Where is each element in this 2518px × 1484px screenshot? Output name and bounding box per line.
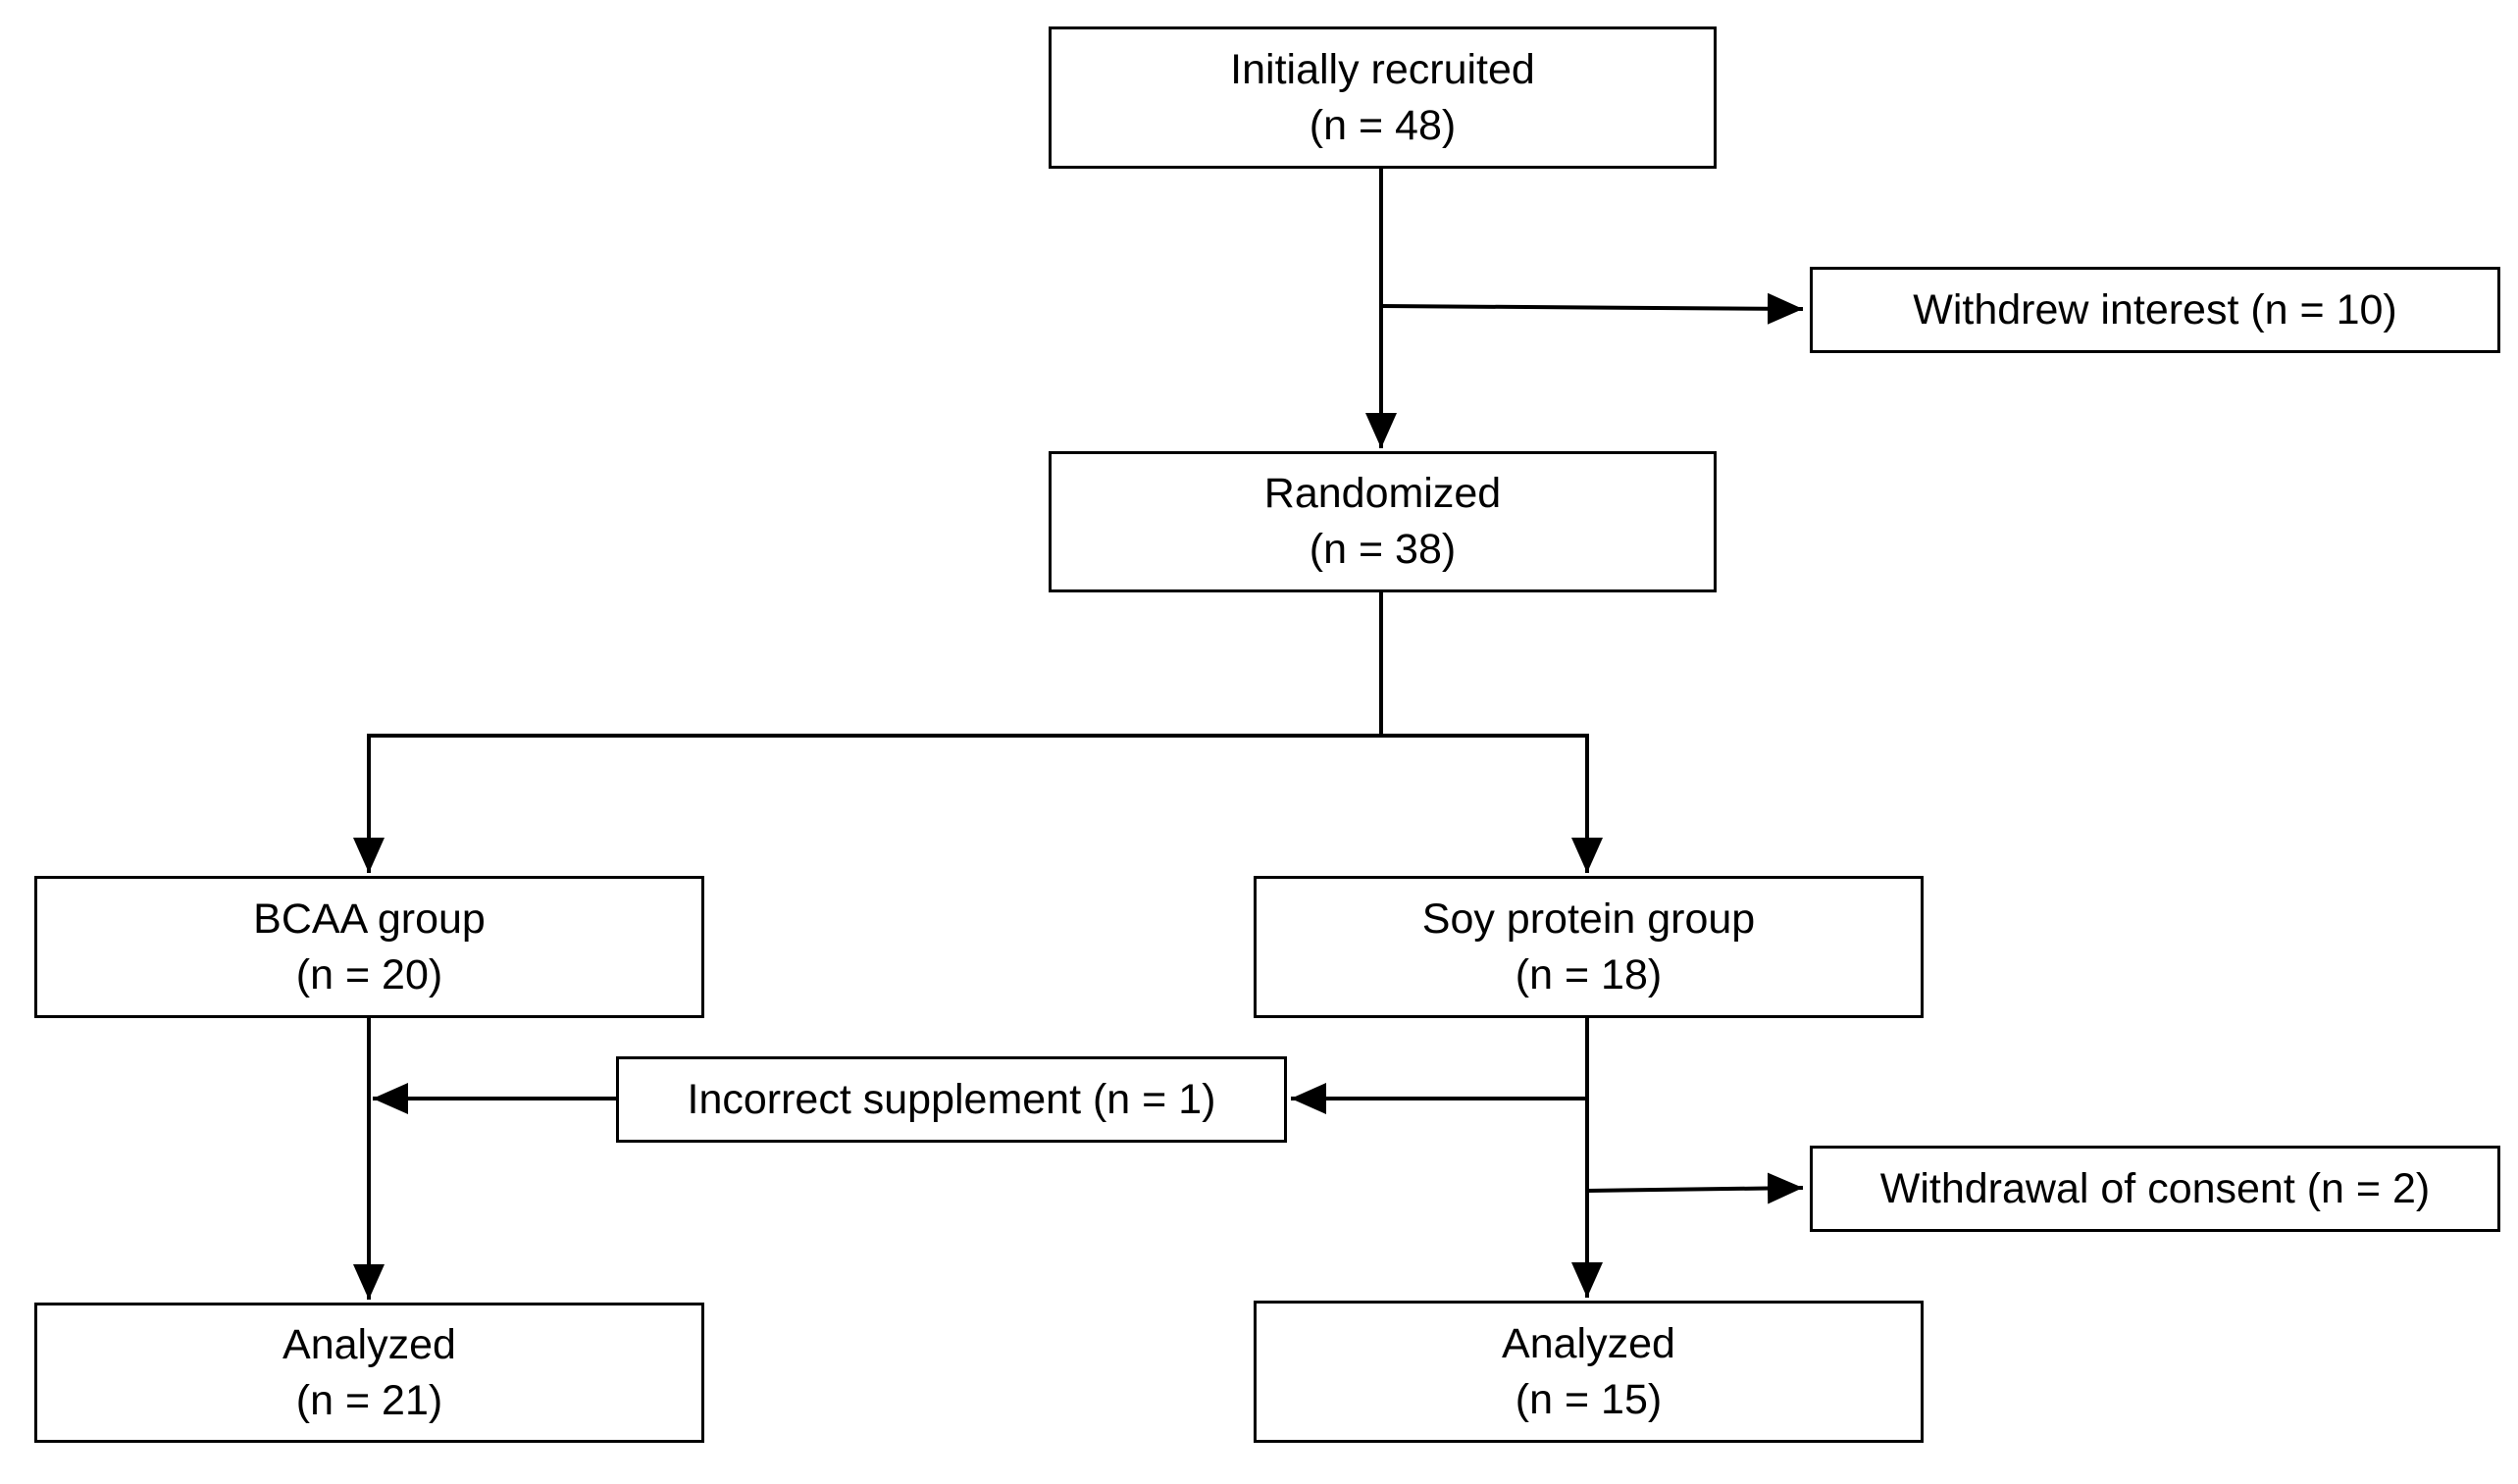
recruited-label: Initially recruited <box>1230 45 1535 93</box>
soy-group-count: (n = 18) <box>1515 950 1663 998</box>
arrow-to-withdrew-interest <box>1380 292 1804 325</box>
box-incorrect-supplement: Incorrect supplement (n = 1) <box>616 1056 1287 1143</box>
box-withdrawal-of-consent: Withdrawal of consent (n = 2) <box>1810 1146 2500 1232</box>
withdrawal-consent-label: Withdrawal of consent (n = 2) <box>1879 1164 2431 1212</box>
box-soy-protein-group: Soy protein group (n = 18) <box>1254 876 1924 1018</box>
incorrect-supplement-label: Incorrect supplement (n = 1) <box>687 1075 1216 1123</box>
box-initially-recruited: Initially recruited (n = 48) <box>1049 26 1717 169</box>
analyzed-soy-count: (n = 15) <box>1515 1375 1663 1423</box>
analyzed-bcaa-count: (n = 21) <box>295 1376 443 1424</box>
box-randomized: Randomized (n = 38) <box>1049 451 1717 592</box>
box-bcaa-group: BCAA group (n = 20) <box>34 876 704 1018</box>
randomized-count: (n = 38) <box>1309 526 1457 573</box>
box-withdrew-interest: Withdrew interest (n = 10) <box>1810 267 2500 353</box>
bcaa-group-count: (n = 20) <box>295 950 443 998</box>
recruited-count: (n = 48) <box>1309 101 1457 149</box>
withdrew-interest-label: Withdrew interest (n = 10) <box>1913 285 2397 333</box>
analyzed-soy-label: Analyzed <box>1502 1319 1675 1367</box>
soy-group-label: Soy protein group <box>1421 895 1756 943</box>
box-analyzed-bcaa: Analyzed (n = 21) <box>34 1303 704 1443</box>
box-analyzed-soy: Analyzed (n = 15) <box>1254 1301 1924 1443</box>
analyzed-bcaa-label: Analyzed <box>283 1320 456 1368</box>
bcaa-group-label: BCAA group <box>253 895 486 943</box>
arrow-to-withdrawal-consent <box>1586 1172 1804 1204</box>
randomized-label: Randomized <box>1263 470 1502 517</box>
